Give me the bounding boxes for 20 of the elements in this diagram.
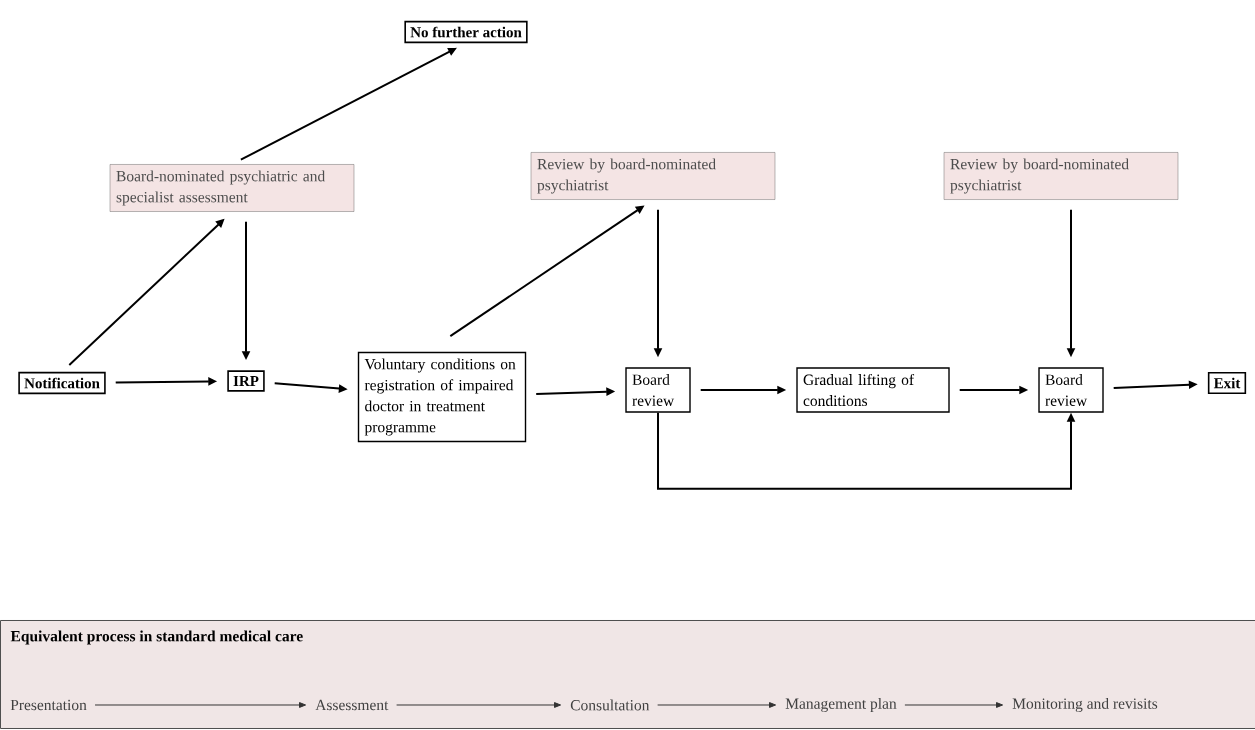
process-box: Board review xyxy=(625,367,691,413)
terminal-box: Notification xyxy=(18,371,106,395)
assessment-box: Board-nominated psychiatric and specialist assessment xyxy=(109,164,355,212)
process-box: Gradual lifting of conditions xyxy=(796,367,950,413)
process-box: Board review xyxy=(1038,367,1104,413)
step-text: Consultation xyxy=(570,699,650,711)
arrow xyxy=(904,702,1004,708)
step-text: Management plan xyxy=(785,697,897,713)
arrow xyxy=(94,702,307,708)
assessment-box: Review by board-nominated psychiatrist xyxy=(943,152,1179,200)
process-box: Voluntary conditions on registration of impaired doctor in treatment programme xyxy=(357,351,527,443)
terminal-box: Exit xyxy=(1207,371,1247,395)
step-text: Presentation xyxy=(10,699,87,711)
step-text: Assessment xyxy=(315,699,389,711)
step-text: Monitoring and revisits xyxy=(1012,697,1158,713)
assessment-box: Review by board-nominated psychiatrist xyxy=(530,152,776,200)
arrow xyxy=(657,702,777,708)
terminal-box: IRP xyxy=(227,370,265,392)
terminal-box: No further action xyxy=(404,20,528,44)
arrow xyxy=(396,702,562,708)
